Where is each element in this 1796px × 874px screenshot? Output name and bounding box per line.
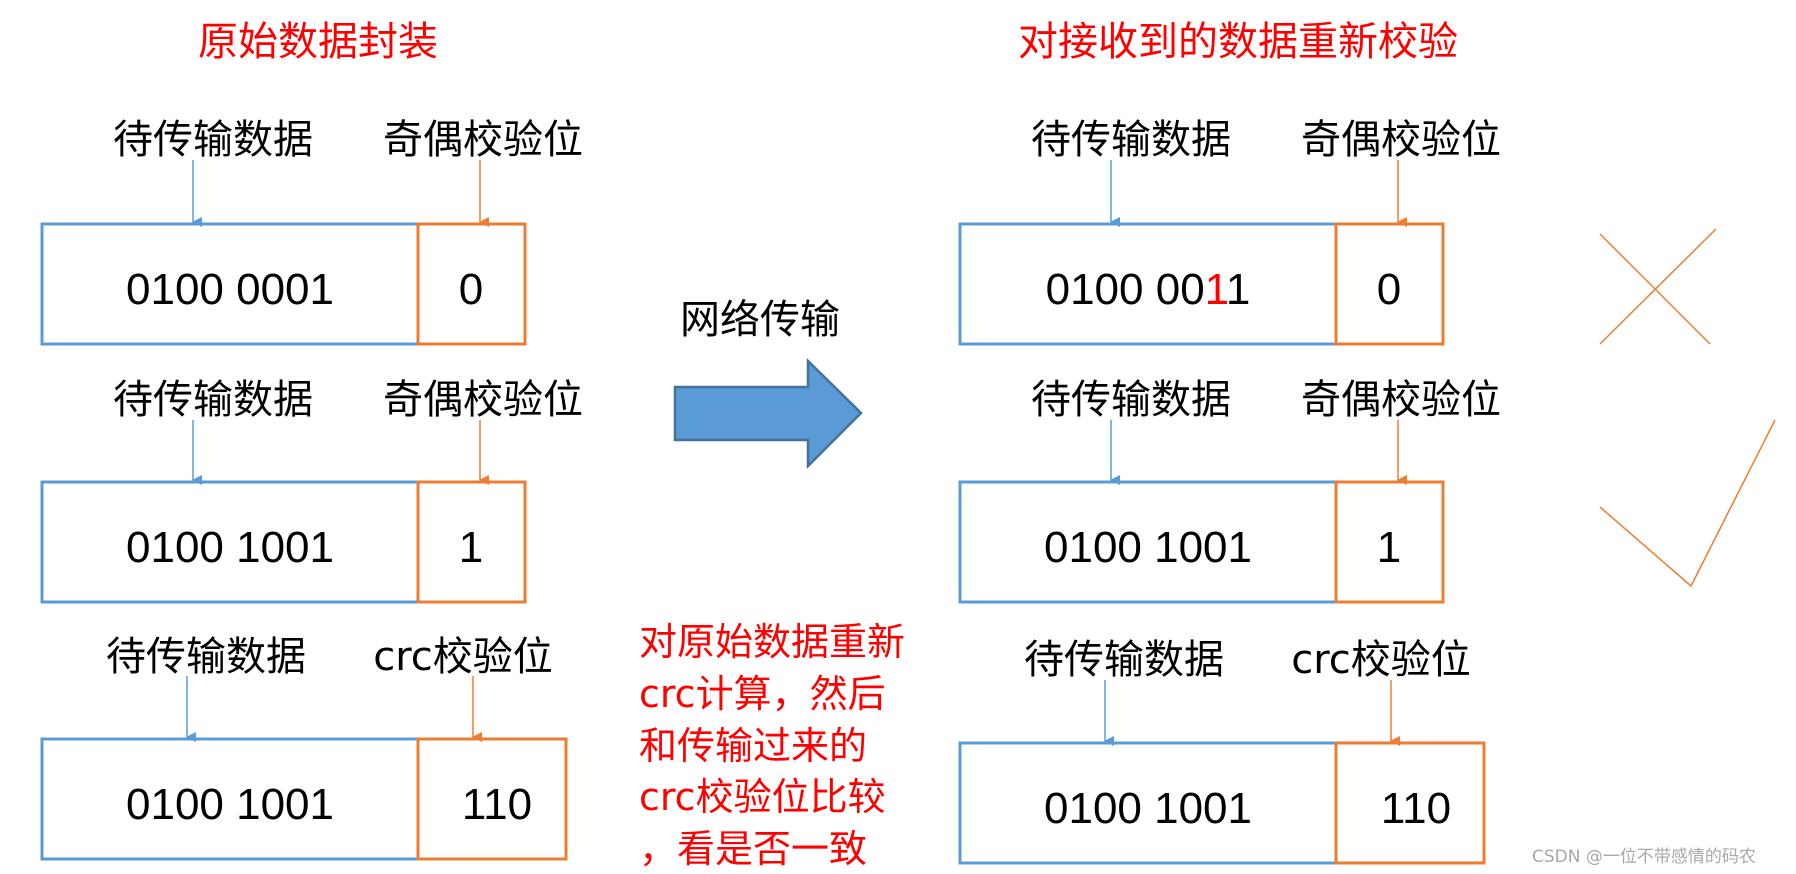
check-mark-icon (1599, 419, 1776, 588)
right-title: 对接收到的数据重新校验 (1018, 19, 1458, 65)
data-label: 待传输数据 (113, 377, 313, 423)
check-box (1334, 741, 1486, 865)
data-value: 0100 0001 (126, 265, 334, 314)
error-bit: 1 (1205, 265, 1228, 314)
check-value: 110 (1381, 784, 1451, 833)
transfer-arrow-icon (673, 358, 863, 470)
check-label: 奇偶校验位 (383, 117, 583, 163)
crc-note: 对原始数据重新 crc计算，然后 和传输过来的 crc校验位比较 ，看是否一致 (639, 620, 905, 871)
data-label: 待传输数据 (113, 117, 313, 163)
check-value: 110 (462, 780, 532, 829)
data-value: 0100 1001 (126, 780, 334, 829)
data-value: 0100 1001 (126, 523, 334, 572)
check-label: 奇偶校验位 (1301, 377, 1501, 423)
data-label: 待传输数据 (1031, 377, 1231, 423)
check-value: 0 (459, 265, 483, 314)
crc-note-line-3: 和传输过来的 (639, 724, 867, 768)
check-label: 奇偶校验位 (383, 377, 583, 423)
check-value: 0 (1377, 265, 1401, 314)
data-value-suffix: 1 (1226, 265, 1250, 314)
data-value: 0100 1001 (1044, 784, 1252, 833)
data-label: 待传输数据 (106, 634, 306, 680)
check-label: crc校验位 (373, 634, 553, 680)
crc-note-line-4: crc校验位比较 (639, 775, 886, 819)
check-box (1334, 480, 1445, 604)
crc-note-line-2: crc计算，然后 (639, 672, 886, 716)
check-box (416, 737, 568, 861)
check-value: 1 (459, 523, 483, 572)
crc-note-line-1: 对原始数据重新 (639, 620, 905, 664)
data-value: 0100 0011 (1046, 265, 1251, 314)
crc-note-line-5: ，看是否一致 (639, 827, 867, 871)
right-row-1: 待传输数据 奇偶校验位 0100 0011 0 (958, 117, 1501, 346)
check-value: 1 (1377, 523, 1401, 572)
check-label: 奇偶校验位 (1301, 117, 1501, 163)
right-row-3: 待传输数据 crc校验位 0100 1001 110 (958, 637, 1486, 865)
data-value-prefix: 0100 00 (1046, 265, 1205, 314)
check-box (1334, 222, 1445, 346)
left-row-1: 待传输数据 奇偶校验位 0100 0001 0 (40, 117, 583, 346)
left-row-3: 待传输数据 crc校验位 0100 1001 110 (40, 634, 568, 861)
check-label: crc校验位 (1291, 637, 1471, 683)
watermark: CSDN @一位不带感情的码农 (1532, 847, 1756, 867)
check-box (416, 480, 527, 604)
cross-mark-icon (1599, 228, 1717, 345)
transfer-label: 网络传输 (680, 297, 840, 343)
data-label: 待传输数据 (1031, 117, 1231, 163)
data-value: 0100 1001 (1044, 523, 1252, 572)
right-row-2: 待传输数据 奇偶校验位 0100 1001 1 (958, 377, 1501, 604)
data-label: 待传输数据 (1024, 637, 1224, 683)
left-row-2: 待传输数据 奇偶校验位 0100 1001 1 (40, 377, 583, 604)
check-box (416, 222, 527, 346)
left-title: 原始数据封装 (198, 19, 438, 65)
